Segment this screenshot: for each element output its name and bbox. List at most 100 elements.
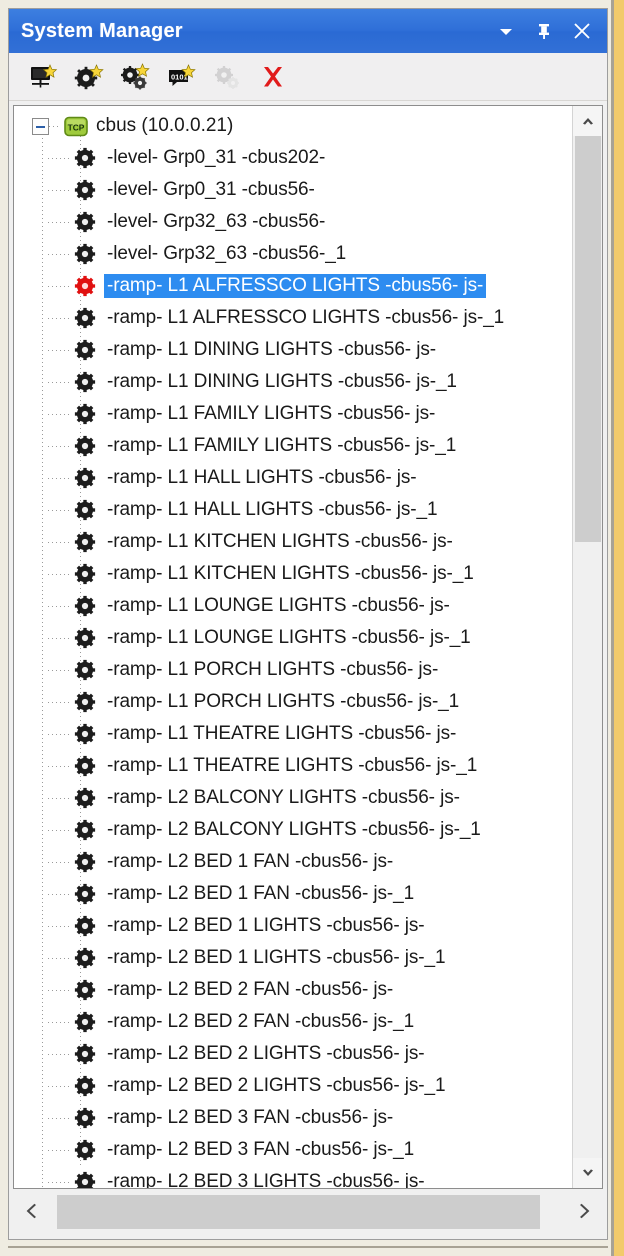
tree-item[interactable]: -ramp- L1 HALL LIGHTS -cbus56- js-_1 <box>14 494 572 526</box>
gear-icon <box>74 179 96 201</box>
tree-item-text: -ramp- L1 THEATRE LIGHTS -cbus56- js-_1 <box>107 755 478 776</box>
tree-item[interactable]: -ramp- L1 DINING LIGHTS -cbus56- js- <box>14 334 572 366</box>
tree-connector-line <box>48 445 70 447</box>
gear-icon <box>74 499 96 521</box>
tree-guide-child <box>80 124 81 1166</box>
tree-item[interactable]: -ramp- L1 ALFRESSCO LIGHTS -cbus56- js-_… <box>14 302 572 334</box>
tree-item[interactable]: -level- Grp0_31 -cbus202- <box>14 142 572 174</box>
horizontal-scrollbar[interactable] <box>13 1189 603 1235</box>
tree-item[interactable]: -ramp- L2 BED 1 LIGHTS -cbus56- js-_1 <box>14 942 572 974</box>
tree-item[interactable]: -ramp- L2 BED 2 LIGHTS -cbus56- js-_1 <box>14 1070 572 1102</box>
tree-connector-line <box>48 1149 70 1151</box>
tree-connector-line <box>48 925 70 927</box>
gear-icon <box>74 435 96 457</box>
auto-hide-button[interactable] <box>525 14 563 48</box>
gear-icon <box>74 211 96 233</box>
tree-connector-line <box>48 829 70 831</box>
tree-item[interactable]: -ramp- L2 BED 2 FAN -cbus56- js- <box>14 974 572 1006</box>
red-x-icon <box>264 66 282 86</box>
tree-item[interactable]: -ramp- L2 BED 3 FAN -cbus56- js- <box>14 1102 572 1134</box>
horizontal-scroll-thumb[interactable] <box>57 1195 540 1229</box>
tree-item[interactable]: -ramp- L2 BED 3 LIGHTS -cbus56- js- <box>14 1166 572 1188</box>
gear-icon <box>74 243 96 265</box>
gear-icon <box>74 979 96 1001</box>
tree-connector-line <box>48 989 70 991</box>
gear-icon <box>74 1043 96 1065</box>
tree-item[interactable]: -ramp- L1 FAMILY LIGHTS -cbus56- js- <box>14 398 572 430</box>
tree-item[interactable]: -ramp- L2 BED 1 FAN -cbus56- js- <box>14 846 572 878</box>
tree-item-text: -ramp- L2 BED 1 LIGHTS -cbus56- js-_1 <box>107 947 446 968</box>
tree-root-node[interactable]: TCP cbus (10.0.0.21) <box>14 110 572 142</box>
new-network-button[interactable] <box>23 57 63 97</box>
tree-item-text: -ramp- L2 BED 3 FAN -cbus56- js-_1 <box>107 1139 415 1160</box>
tree-item[interactable]: -ramp- L2 BED 2 LIGHTS -cbus56- js- <box>14 1038 572 1070</box>
gear-icon <box>74 1043 96 1065</box>
gear-icon <box>74 691 96 713</box>
delete-button[interactable] <box>253 57 293 97</box>
tree-item[interactable]: -level- Grp0_31 -cbus56- <box>14 174 572 206</box>
tree-item[interactable]: -ramp- L1 HALL LIGHTS -cbus56- js- <box>14 462 572 494</box>
close-button[interactable] <box>563 14 601 48</box>
tree-item-label: -ramp- L1 HALL LIGHTS -cbus56- js-_1 <box>104 498 440 522</box>
tree-item-label: -ramp- L1 THEATRE LIGHTS -cbus56- js- <box>104 722 459 746</box>
tree-item[interactable]: -ramp- L2 BED 1 LIGHTS -cbus56- js- <box>14 910 572 942</box>
gear-icon <box>74 787 96 809</box>
scroll-up-button[interactable] <box>573 106 602 136</box>
new-scene-button[interactable]: 0101 <box>161 57 201 97</box>
tree-item-text: -ramp- L1 LOUNGE LIGHTS -cbus56- js-_1 <box>107 627 471 648</box>
tree-item-label: -ramp- L2 BED 1 FAN -cbus56- js- <box>104 850 396 874</box>
scroll-left-button[interactable] <box>17 1193 49 1229</box>
tree-item-label: -ramp- L2 BED 2 LIGHTS -cbus56- js- <box>104 1042 427 1066</box>
toolbar: 0101 <box>9 53 607 101</box>
gear-icon <box>74 1107 96 1129</box>
tree-item[interactable]: -ramp- L2 BED 2 FAN -cbus56- js-_1 <box>14 1006 572 1038</box>
tree-item[interactable]: -ramp- L1 PORCH LIGHTS -cbus56- js- <box>14 654 572 686</box>
gear-icon <box>74 339 96 361</box>
tree-item[interactable]: -ramp- L1 LOUNGE LIGHTS -cbus56- js-_1 <box>14 622 572 654</box>
tree-item-label: -ramp- L2 BED 2 LIGHTS -cbus56- js-_1 <box>104 1074 448 1098</box>
tree-item[interactable]: -ramp- L1 ALFRESSCO LIGHTS -cbus56- js- <box>14 270 572 302</box>
tree-item[interactable]: -ramp- L1 THEATRE LIGHTS -cbus56- js-_1 <box>14 750 572 782</box>
title-bar: System Manager <box>9 9 607 53</box>
gear-icon <box>74 1075 96 1097</box>
vertical-scroll-thumb[interactable] <box>575 136 601 542</box>
tree-rows: -level- Grp0_31 -cbus202--level- Grp0_31… <box>14 142 572 1188</box>
tree-item[interactable]: -ramp- L1 THEATRE LIGHTS -cbus56- js- <box>14 718 572 750</box>
svg-text:0101: 0101 <box>171 72 188 81</box>
tree-item[interactable]: -ramp- L2 BALCONY LIGHTS -cbus56- js-_1 <box>14 814 572 846</box>
tree-item[interactable]: -ramp- L2 BED 3 FAN -cbus56- js-_1 <box>14 1134 572 1166</box>
tree-item[interactable]: -ramp- L2 BALCONY LIGHTS -cbus56- js- <box>14 782 572 814</box>
tree-connector-line <box>48 573 70 575</box>
tree-viewport[interactable]: TCP cbus (10.0.0.21) -level- Grp0_31 -cb… <box>14 106 572 1188</box>
scroll-right-button[interactable] <box>567 1193 599 1229</box>
dropdown-menu-button[interactable] <box>487 14 525 48</box>
tree-connector-line <box>48 1085 70 1087</box>
gear-icon <box>74 1075 96 1097</box>
tree-connector-line <box>48 349 70 351</box>
tree-item[interactable]: -level- Grp32_63 -cbus56- <box>14 206 572 238</box>
binary-star-icon: 0101 <box>169 63 196 86</box>
chevron-down-icon <box>583 1169 593 1176</box>
expander-collapse-toggle[interactable] <box>32 117 49 135</box>
tree-item[interactable]: -ramp- L2 BED 1 FAN -cbus56- js-_1 <box>14 878 572 910</box>
tree-item[interactable]: -ramp- L1 PORCH LIGHTS -cbus56- js-_1 <box>14 686 572 718</box>
tree-connector-line <box>48 701 70 703</box>
tree-item[interactable]: -level- Grp32_63 -cbus56-_1 <box>14 238 572 270</box>
tcp-icon: TCP <box>64 116 88 137</box>
new-group-button[interactable] <box>115 57 155 97</box>
vertical-scrollbar[interactable] <box>572 106 602 1188</box>
tree-item-label: -ramp- L1 FAMILY LIGHTS -cbus56- js-_1 <box>104 434 459 458</box>
tree-item[interactable]: -ramp- L1 DINING LIGHTS -cbus56- js-_1 <box>14 366 572 398</box>
scroll-down-button[interactable] <box>573 1158 602 1188</box>
tree-item-text: -level- Grp32_63 -cbus56- <box>107 211 326 232</box>
chevron-left-icon <box>26 1203 36 1219</box>
tree-item[interactable]: -ramp- L1 KITCHEN LIGHTS -cbus56- js- <box>14 526 572 558</box>
new-application-button[interactable] <box>69 57 109 97</box>
tree-item[interactable]: -ramp- L1 LOUNGE LIGHTS -cbus56- js- <box>14 590 572 622</box>
tree-item[interactable]: -ramp- L1 FAMILY LIGHTS -cbus56- js-_1 <box>14 430 572 462</box>
gear-icon <box>74 1011 96 1033</box>
gear-icon <box>74 595 96 617</box>
gear-icon <box>74 499 96 521</box>
tree-item[interactable]: -ramp- L1 KITCHEN LIGHTS -cbus56- js-_1 <box>14 558 572 590</box>
